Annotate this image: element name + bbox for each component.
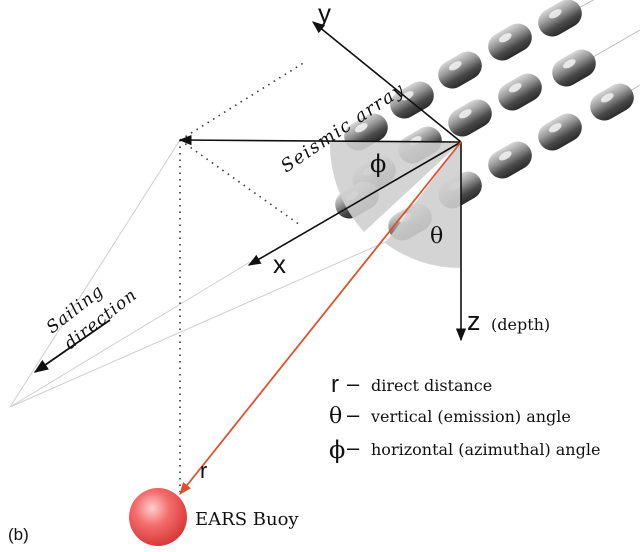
airgun-cylinder: [552, 49, 596, 87]
legend-text-r: direct distance: [371, 376, 492, 395]
theta-angle-wedge: [385, 142, 461, 269]
x-axis: [247, 141, 462, 266]
legend-text-theta: vertical (emission) angle: [370, 407, 571, 426]
ears-buoy: [129, 488, 187, 546]
airgun-cylinder: [438, 51, 482, 89]
airgun-cylinder: [390, 81, 434, 119]
direct-distance-line: [179, 141, 462, 495]
range-r-label: r: [200, 458, 207, 483]
airgun-cylinder: [488, 23, 532, 61]
legend-dash-r: –: [347, 371, 360, 396]
legend-text-phi: horizontal (azimuthal) angle: [371, 440, 600, 459]
airgun-cylinder: [488, 141, 532, 179]
airgun-cylinder: [498, 73, 542, 111]
z-axis-label: z: [467, 306, 481, 336]
legend: r – direct distance θ – vertical (emissi…: [329, 371, 600, 464]
airgun-cylinder: [448, 99, 492, 137]
airgun-cylinder: [590, 83, 634, 121]
horizontal-projection-arrow: [178, 134, 462, 146]
legend-dash-theta: –: [347, 402, 360, 427]
airgun-cylinder: [538, 0, 582, 37]
sailing-guide-lines: [9, 139, 391, 408]
legend-symbol-phi: ϕ: [329, 436, 345, 464]
x-axis-label: x: [273, 249, 286, 279]
y-axis-label: y: [318, 0, 331, 28]
z-axis-depth-note: (depth): [491, 315, 550, 334]
phi-angle-wedge: [329, 142, 461, 232]
y-axis: [312, 21, 462, 143]
legend-symbol-theta: θ: [329, 404, 342, 429]
buoy-label: EARS Buoy: [195, 509, 299, 530]
legend-symbol-r: r: [331, 371, 339, 398]
panel-label: (b): [8, 525, 29, 544]
theta-symbol: θ: [430, 224, 443, 249]
airgun-cylinder: [538, 113, 582, 151]
projection-dotted-lines: [179, 61, 306, 492]
coordinate-axes: [178, 21, 467, 342]
sailing-direction-arrow: [33, 319, 111, 373]
legend-dash-phi: –: [347, 435, 360, 460]
phi-symbol: ϕ: [370, 150, 386, 178]
